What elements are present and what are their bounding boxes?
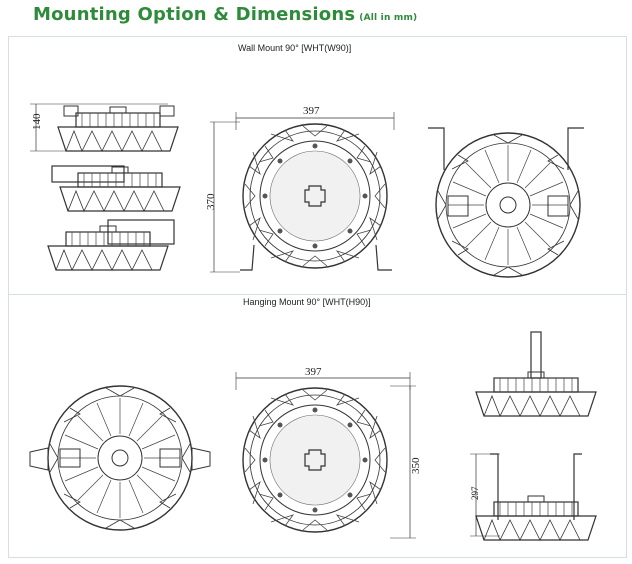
drawing-frame — [8, 36, 627, 558]
wall-height-label: 370 — [205, 193, 217, 210]
wall-side-view-middle — [51, 165, 181, 212]
wall-mount-caption: Wall Mount 90° [WHT(W90)] — [238, 43, 352, 53]
wall-side-view-top: 140 — [30, 103, 179, 152]
hanging-front-view: 397 350 — [235, 366, 422, 539]
hanging-back-view — [29, 385, 211, 531]
wall-width-label: 397 — [303, 105, 320, 117]
hanging-mount-caption: Hanging Mount 90° [WHT(H90)] — [243, 297, 371, 307]
page-title: Mounting Option & Dimensions(All in mm) — [33, 4, 417, 25]
wall-front-view: 397 370 — [205, 105, 395, 273]
wall-side-height-label: 140 — [31, 113, 43, 130]
hanging-height-label: 350 — [410, 457, 422, 474]
wall-side-view-bottom — [47, 219, 175, 271]
title-text: Mounting Option & Dimensions — [33, 4, 356, 25]
hanging-side-view-bottom: 297 — [470, 453, 597, 541]
wall-back-view — [428, 127, 584, 278]
units-note: (All in mm) — [359, 13, 418, 23]
hanging-width-label: 397 — [305, 366, 322, 378]
hanging-side-view-top — [475, 331, 597, 417]
hanging-side-height-label: 297 — [470, 486, 480, 500]
section-divider — [8, 294, 627, 295]
